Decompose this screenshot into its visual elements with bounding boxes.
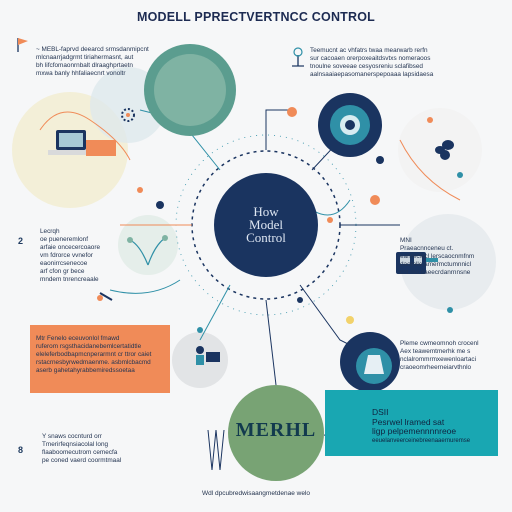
robot-icon	[396, 252, 438, 274]
text-line: ligp pelpemennnnreoe	[372, 427, 457, 436]
text-line: Praeacnnceneu ct.	[400, 245, 454, 252]
text-line: arf cfon gr bece	[40, 268, 85, 275]
settings-icon	[292, 47, 304, 67]
plant-icon	[127, 235, 168, 266]
text-line: Aex teawemtmerhk me s	[400, 348, 471, 355]
center-label-line: How	[253, 204, 279, 219]
text-line: sur cacoaen orerpoxeaitdsvtxs nomeraoos	[310, 55, 431, 62]
text-line: Pleme cwmeomnoh crocenl	[400, 340, 479, 347]
eye-icon	[340, 115, 360, 135]
pen-icon	[97, 292, 113, 301]
text-line: rstacrnesbyrwedmaenme. asbmlcbacmd	[36, 359, 151, 366]
text-line: ruferom rsgsthacidanebemlcertatidtle	[36, 343, 142, 350]
cloud-icon	[435, 140, 454, 154]
center-label-line: Model	[249, 217, 283, 232]
page-title: MODELL PPRECTVERTNCC CONTROL	[136, 10, 375, 24]
person-icon	[196, 346, 220, 365]
text-block-orange: Mtr Fenelo eceuvonlol fmawd ruferom rsgs…	[36, 335, 166, 375]
text-line: mxwa banly hhfaliaecnrt vonoltr	[36, 70, 126, 77]
text-line: Y snaws cocnturd orr	[42, 433, 102, 440]
text-line: Mtr Fenelo eceuvonlol fmawd	[36, 335, 120, 342]
text-line: mndem tnrencreaale	[40, 276, 99, 283]
text-line: pe coned vaerd coormtmaal	[42, 457, 122, 464]
step-number: 8	[18, 445, 24, 455]
text-line: Tmerirfeqnsiacolal long	[42, 441, 109, 448]
text-line: eaonirrcsenecoe	[40, 260, 88, 267]
text-line: Lecrqh	[40, 228, 60, 235]
merhl-circle: MERHL	[228, 385, 324, 481]
text-line: ~ MEBL-faprvd deearcd srmsdanmipcnt	[36, 46, 149, 53]
text-line: flaaboomecutrom cemecfa	[42, 449, 118, 456]
text-line: craoeomrheerneiarvthnlo	[400, 364, 472, 371]
text-line: arfaie oncecercoaore	[40, 244, 101, 251]
flask-icon	[364, 355, 384, 374]
text-block-right-mid: Pleme cwmeomnoh crocenl Aex teawemtmerhk…	[400, 340, 505, 372]
teal-panel	[325, 390, 498, 456]
merhl-label: MERHL	[235, 419, 317, 441]
text-line: eanreciecl lerscaocnmfnm	[400, 253, 475, 260]
text-block-top-right: Teemucnt ac vhfatrs twaa mearwarb rerfn …	[310, 47, 470, 79]
text-line: vm fdrorce vvnefor	[40, 252, 93, 259]
text-line: nclalrommrmxewenloartaci	[400, 356, 476, 363]
text-line: tnoulne soveeae cesyosreniu sclafibsed	[310, 63, 423, 70]
text-block-top-left: ~ MEBL-faprvd deearcd srmsdanmipcnt mlcn…	[36, 46, 181, 78]
text-line: mlcnaarrjadgrmt tiriahermasnt, aut	[36, 54, 134, 61]
text-line: bh lifcfomaonrnbalt dlraaghprtaetn	[36, 62, 133, 69]
text-line: eeuelanveerceinebreenaaernuremse	[372, 437, 471, 444]
center-circle: How Model Control	[214, 173, 318, 277]
text-line: Teemucnt ac vhfatrs twaa mearwarb rerfn	[310, 47, 428, 54]
text-line: aserb gahetahyrabbemiredssoetaa	[36, 367, 135, 374]
text-line: daomlle amermctumnnicl	[400, 261, 472, 268]
center-label-line: Control	[246, 230, 286, 245]
text-line: Pesrwel lramed sat	[372, 417, 445, 427]
computer-icon	[48, 130, 116, 156]
text-line: MNI	[400, 237, 412, 244]
text-block-bottom-left: Y snaws cocnturd orr Tmerirfeqnsiacolal …	[42, 433, 152, 465]
text-line: oe pueneremlonf	[40, 236, 88, 243]
text-line: DSII	[372, 408, 389, 417]
text-line: eleleferbodbapmcnperarmnt cr ttror caiet	[36, 351, 152, 358]
text-block-teal: DSII Pesrwel lramed sat ligp pelpemennnn…	[372, 408, 492, 446]
flag-icon	[17, 38, 28, 52]
orange-panel	[30, 325, 170, 393]
footer-text: Wdl dpcubredwisaangmetdenae welo	[201, 490, 311, 497]
text-block-mid-right: MNI Praeacnnceneu ct. eanreciecl lerscao…	[400, 237, 480, 277]
text-block-mid-left: Lecrqh oe pueneremlonf arfaie oncecercoa…	[40, 228, 120, 284]
step-number: 2	[18, 236, 24, 246]
gear-icon	[121, 108, 135, 122]
text-line: cnt mo caeecrdanrnnsne	[400, 269, 471, 276]
text-line: aalnsaaiaepasomanerspepoaaa lapsidaesa	[310, 71, 434, 78]
center-label: How Model Control	[214, 205, 318, 244]
